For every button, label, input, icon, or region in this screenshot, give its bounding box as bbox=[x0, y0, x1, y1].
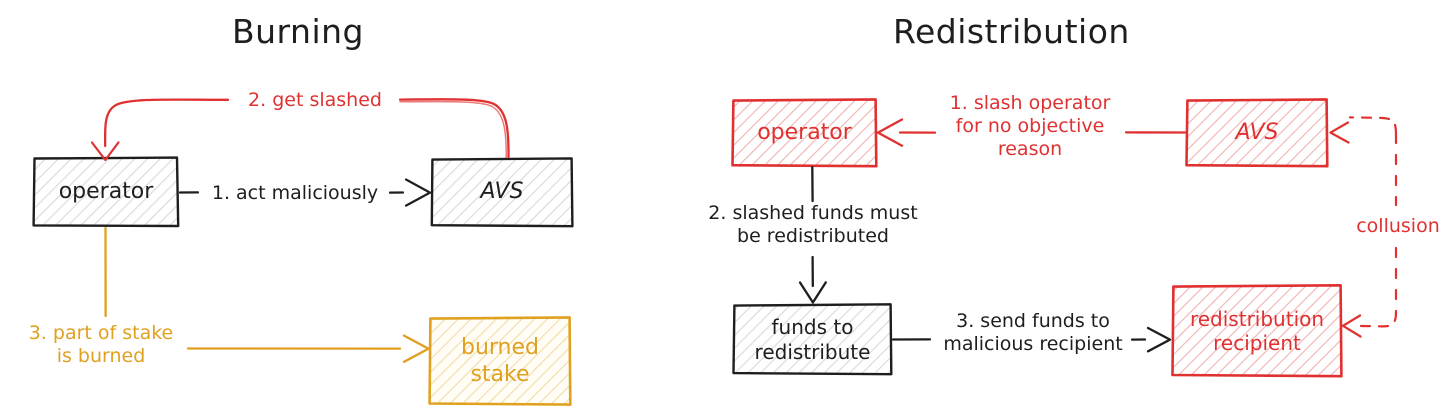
panel-title-burning: Burning bbox=[232, 12, 364, 51]
node-burn-operator-shape[interactable] bbox=[32, 156, 180, 228]
edge-burn-2 bbox=[90, 98, 510, 162]
edge-label-burn-1: 1. act maliciously bbox=[211, 182, 379, 204]
edge-redis-1 bbox=[876, 118, 1187, 147]
edge-label-redis-1: 1. slash operator for no objective reaso… bbox=[949, 92, 1111, 161]
panel-title-redistribution: Redistribution bbox=[893, 12, 1130, 51]
node-redis-recipient-shape[interactable] bbox=[1171, 284, 1343, 378]
edge-label-burn-2: 2. get slashed bbox=[248, 89, 382, 111]
edge-redis-4 bbox=[1329, 116, 1398, 338]
edge-redis-2 bbox=[798, 165, 827, 304]
edge-label-redis-2: 2. slashed funds must be redistributed bbox=[708, 202, 918, 248]
node-redis-operator-shape[interactable] bbox=[731, 98, 878, 168]
node-burn-avs-shape[interactable] bbox=[430, 157, 574, 228]
node-redis-avs-shape[interactable] bbox=[1185, 98, 1329, 168]
edge-label-burn-3: 3. part of stake is burned bbox=[28, 322, 174, 368]
edge-label-redis-4: collusion bbox=[1356, 215, 1440, 237]
edge-burn-1 bbox=[178, 178, 432, 207]
node-redis-funds-shape[interactable] bbox=[732, 303, 893, 376]
edge-burn-3 bbox=[104, 226, 430, 363]
edge-redis-3 bbox=[891, 326, 1172, 353]
node-burn-burned-stake-shape[interactable] bbox=[428, 316, 572, 406]
edge-label-redis-3: 3. send funds to malicious recipient bbox=[943, 310, 1123, 356]
